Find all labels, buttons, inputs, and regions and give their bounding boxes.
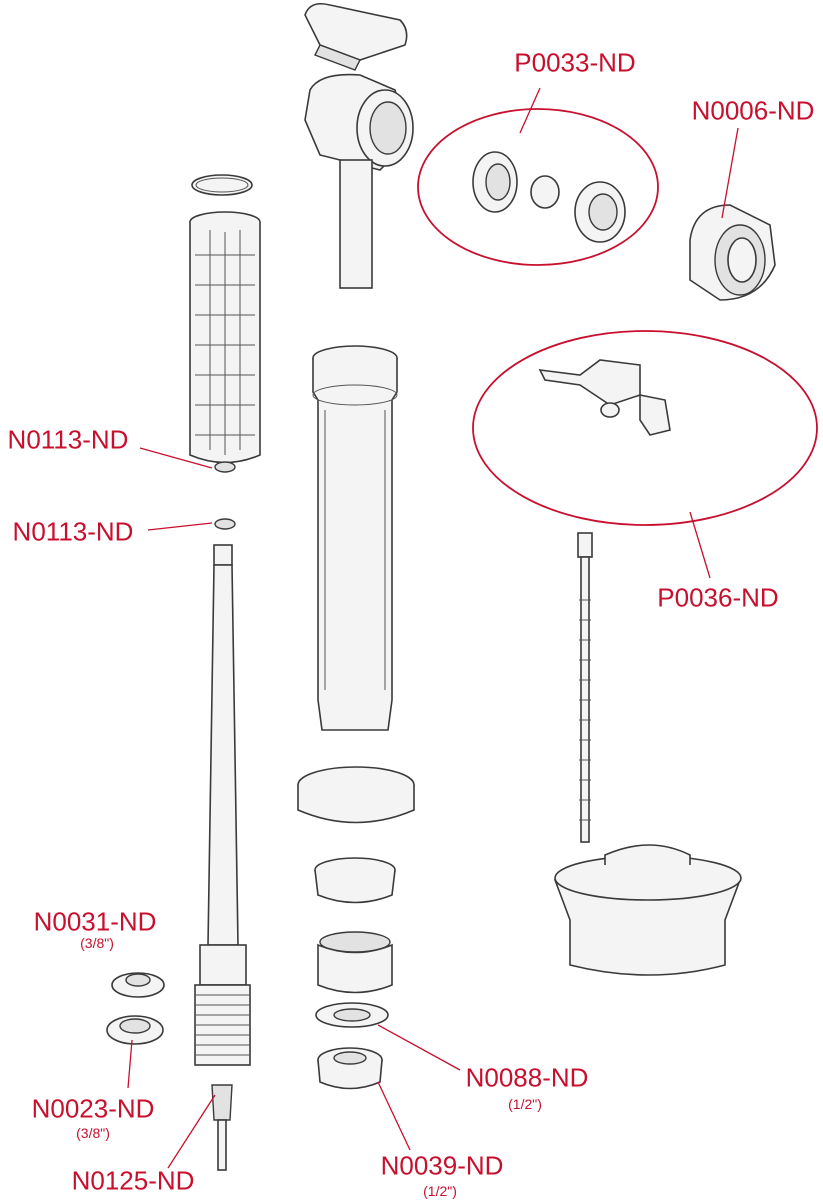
part-label-n0113: N0113-ND <box>12 516 134 547</box>
part-label-n0031: N0031-ND <box>33 906 157 937</box>
connector-part <box>314 857 396 904</box>
filter-screen-part <box>189 211 261 464</box>
valve-head-part <box>304 73 414 289</box>
hex-nut-part <box>317 1047 383 1090</box>
part-label-n0125: N0125-ND <box>71 1165 195 1196</box>
part-label-n0023: N0023-ND <box>31 1093 155 1124</box>
valve-cap-part <box>304 2 408 71</box>
nozzle-part <box>211 1084 233 1171</box>
part-label-n0039: N0039-ND <box>380 1150 504 1181</box>
part-size-n0023: (3/8") <box>76 1125 110 1141</box>
part-label-p0036: P0036-ND <box>657 582 779 613</box>
part-size-n0031: (3/8") <box>80 935 114 951</box>
o-ring-part <box>191 174 253 196</box>
part-size-n0088: (1/2") <box>508 1096 542 1112</box>
part-size-n0039: (1/2") <box>423 1183 457 1199</box>
part-label-n0006: N0006-ND <box>691 95 815 126</box>
locking-ring-part <box>297 766 415 824</box>
float-rod-part <box>577 532 593 843</box>
inlet-rod-part <box>194 544 251 1066</box>
float-cup-part <box>553 844 742 976</box>
hex-nut-part <box>317 931 393 994</box>
o-ring-small-part <box>214 518 236 530</box>
valve-seal-kit-parts <box>472 151 626 243</box>
part-label-p0033: P0033-ND <box>514 47 636 78</box>
part-label-n0113: N0113-ND <box>7 424 129 455</box>
o-ring-small-part <box>214 461 236 473</box>
lever-kit-parts <box>538 359 671 436</box>
main-tube-part <box>312 345 398 731</box>
leader-lines <box>127 87 739 1169</box>
part-label-n0088: N0088-ND <box>465 1062 589 1093</box>
group-ellipse-p0033 <box>417 108 659 266</box>
cap-nut-part <box>689 204 776 301</box>
group-ellipse-p0036 <box>472 330 818 526</box>
